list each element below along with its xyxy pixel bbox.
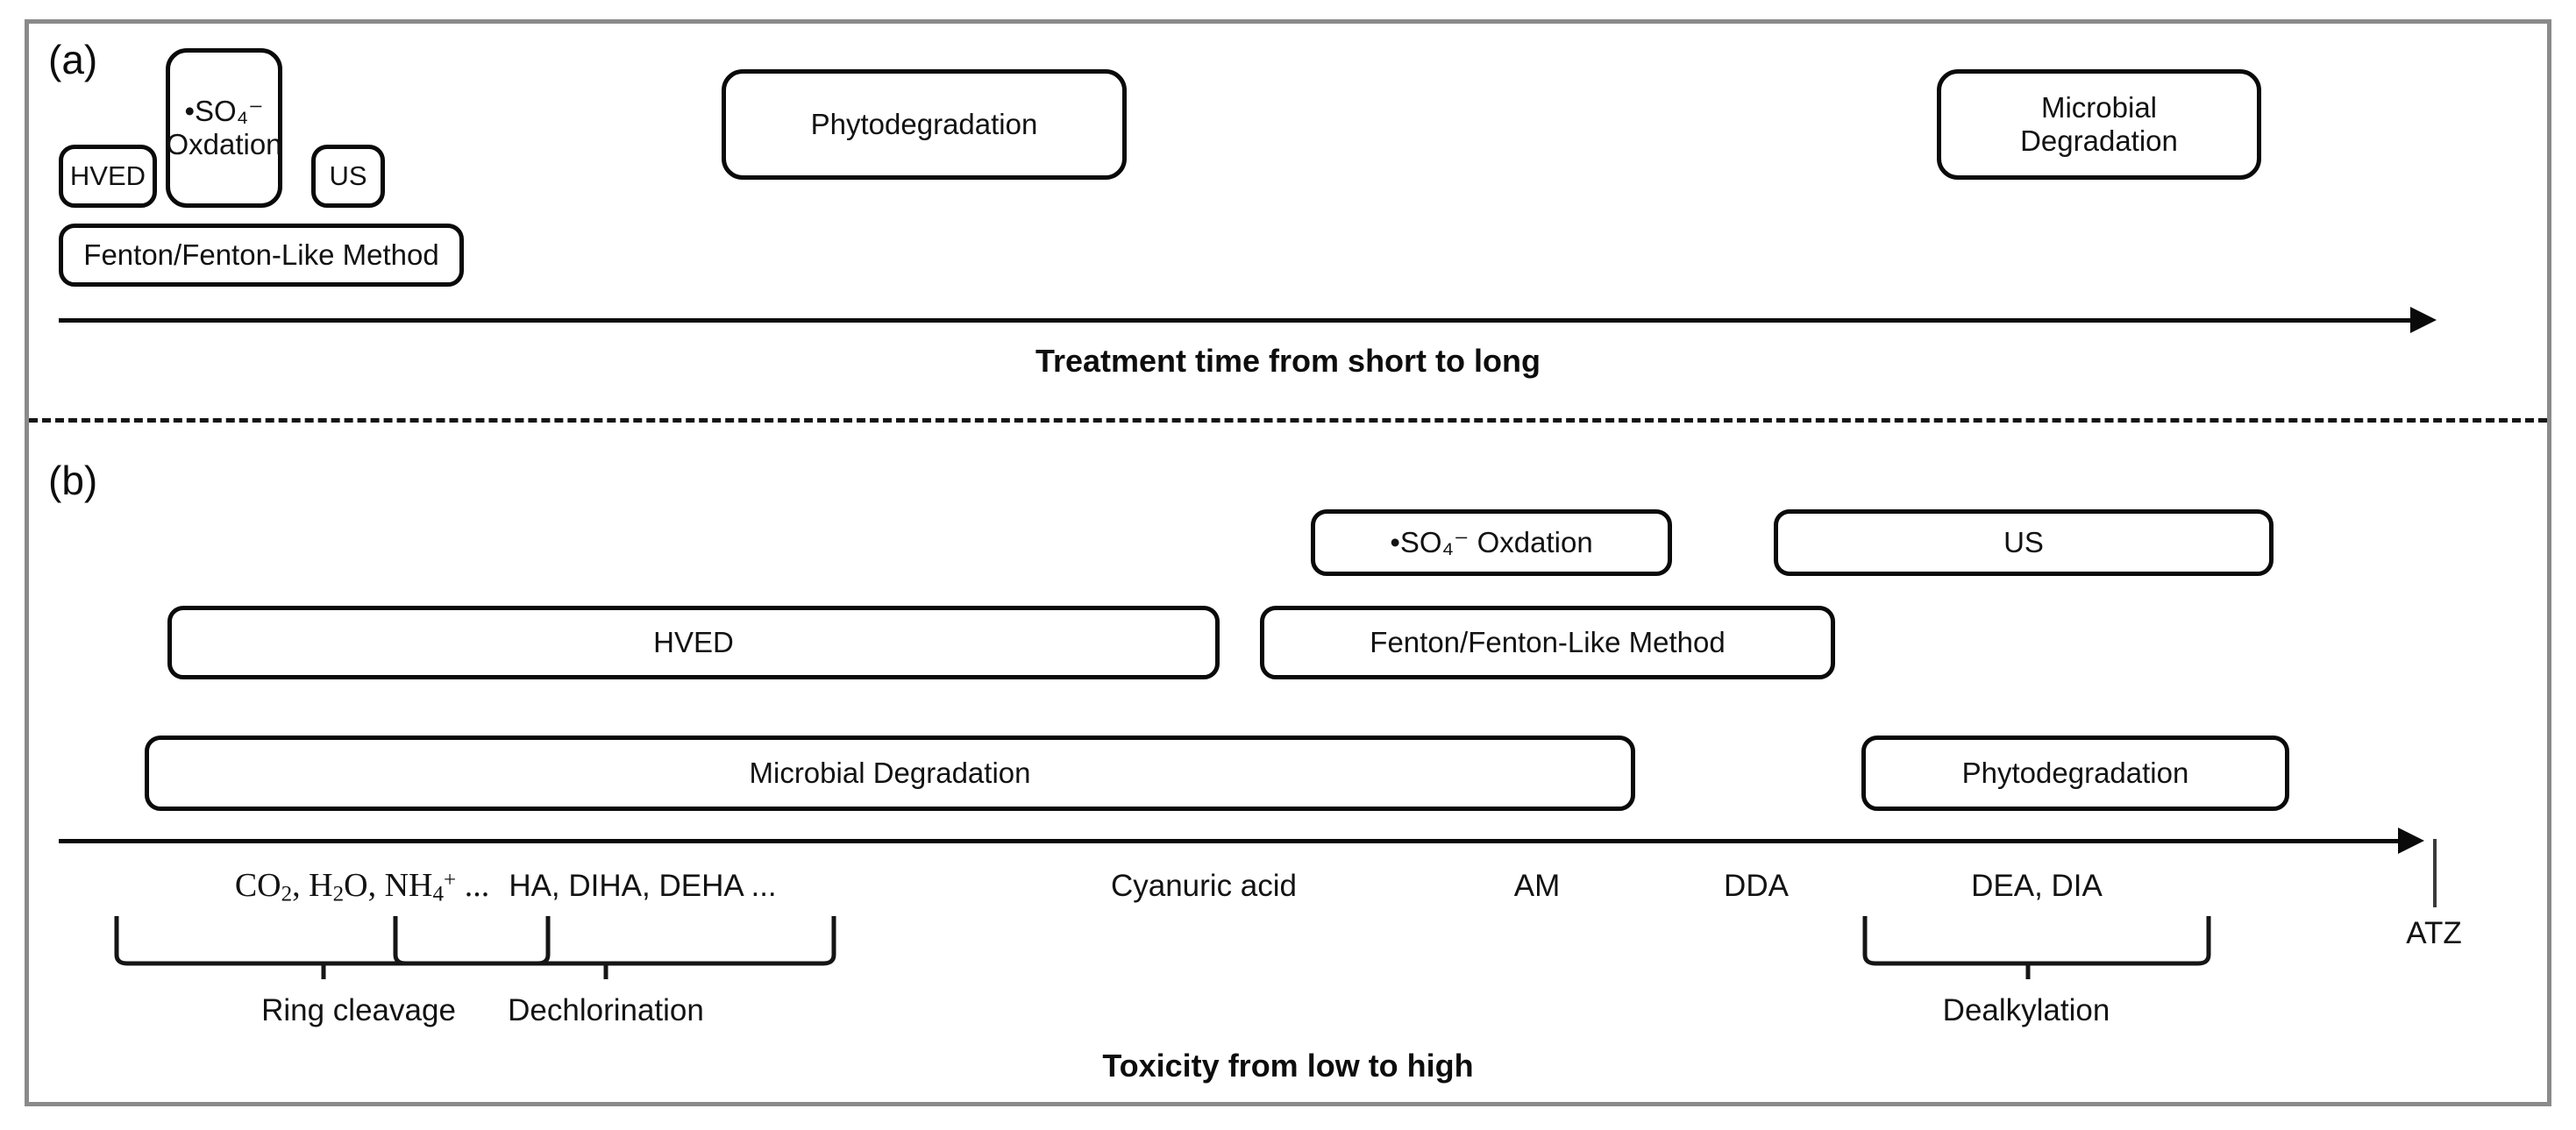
panel-b-species-cyanuric-acid: Cyanuric acid	[1110, 869, 1298, 903]
panel-a-box-microbial-degradation-label: Microbial Degradation	[2020, 90, 2178, 157]
panel-b-axis-caption: Toxicity from low to high	[1102, 1048, 1474, 1084]
panel-b-box-phytodegradation[interactable]: Phytodegradation	[1861, 736, 2289, 811]
panel-b-box-fenton[interactable]: Fenton/Fenton-Like Method	[1260, 606, 1835, 679]
panel-a-axis-arrowhead	[2410, 307, 2437, 333]
panel-b-species-mineralization: CO2, H2O, NH4+ ...	[82, 869, 643, 906]
panel-b-box-so4-oxidation-label: •SO₄⁻ Oxdation	[1390, 525, 1593, 558]
panel-b-box-fenton-label: Fenton/Fenton-Like Method	[1370, 625, 1726, 658]
panel-b-axis-end-tick	[2433, 839, 2437, 907]
panel-b-process-ring-cleavage: Ring cleavage	[261, 993, 456, 1027]
panel-a-axis-caption: Treatment time from short to long	[1035, 343, 1541, 379]
panel-a-axis-line	[59, 318, 2414, 323]
panel-a-box-microbial-degradation[interactable]: Microbial Degradation	[1937, 69, 2261, 180]
panel-b-box-us-label: US	[2003, 525, 2044, 558]
panel-b-species-hydroxy: HA, DIHA, DEHA ...	[509, 869, 777, 903]
panel-a-box-hved[interactable]: HVED	[59, 145, 157, 208]
panel-b-process-dechlorination: Dechlorination	[508, 993, 704, 1027]
panel-a-box-so4-oxidation[interactable]: •SO₄⁻ Oxdation	[166, 48, 282, 208]
panel-a-box-us-label: US	[329, 160, 367, 192]
panel-b-species-am: AM	[1513, 869, 1561, 903]
panel-a-box-fenton[interactable]: Fenton/Fenton-Like Method	[59, 224, 464, 287]
panel-b-axis-arrowhead	[2398, 828, 2424, 854]
panel-b-species-dda: DDA	[1724, 869, 1789, 903]
panel-a-letter: (a)	[48, 37, 98, 82]
panel-b-letter: (b)	[48, 458, 98, 503]
panel-a-box-fenton-label: Fenton/Fenton-Like Method	[83, 238, 439, 271]
panel-a-box-us[interactable]: US	[311, 145, 385, 208]
panel-b-box-us[interactable]: US	[1774, 509, 2274, 576]
panel-a-box-phytodegradation[interactable]: Phytodegradation	[722, 69, 1127, 180]
panel-b-species-atz: ATZ	[2406, 916, 2462, 950]
brace-dealkylation	[1861, 914, 2212, 983]
panel-divider	[29, 418, 2547, 423]
panel-a-box-phytodegradation-label: Phytodegradation	[810, 107, 1038, 140]
panel-b-box-hved-label: HVED	[653, 625, 734, 658]
panel-b-box-so4-oxidation[interactable]: •SO₄⁻ Oxdation	[1311, 509, 1672, 576]
panel-b-species-dea-dia: DEA, DIA	[1971, 869, 2103, 903]
panel-b-process-dealkylation: Dealkylation	[1942, 993, 2110, 1027]
panel-b-box-hved[interactable]: HVED	[167, 606, 1220, 679]
panel-a-box-hved-label: HVED	[69, 160, 146, 192]
panel-b-axis-line	[59, 839, 2402, 843]
brace-dechlorination	[392, 914, 837, 983]
panel-b-box-microbial-degradation-label: Microbial Degradation	[749, 756, 1031, 789]
brace-ring-cleavage	[113, 914, 551, 983]
panel-b-box-phytodegradation-label: Phytodegradation	[1961, 756, 2189, 789]
panel-b-species-mineralization-text: CO2, H2O, NH4+ ...	[234, 867, 490, 906]
figure-frame: (a) HVED •SO₄⁻ Oxdation US Fenton/Fenton…	[25, 19, 2551, 1106]
panel-a-box-so4-oxidation-label: •SO₄⁻ Oxdation	[166, 94, 282, 160]
panel-b-box-microbial-degradation[interactable]: Microbial Degradation	[145, 736, 1635, 811]
